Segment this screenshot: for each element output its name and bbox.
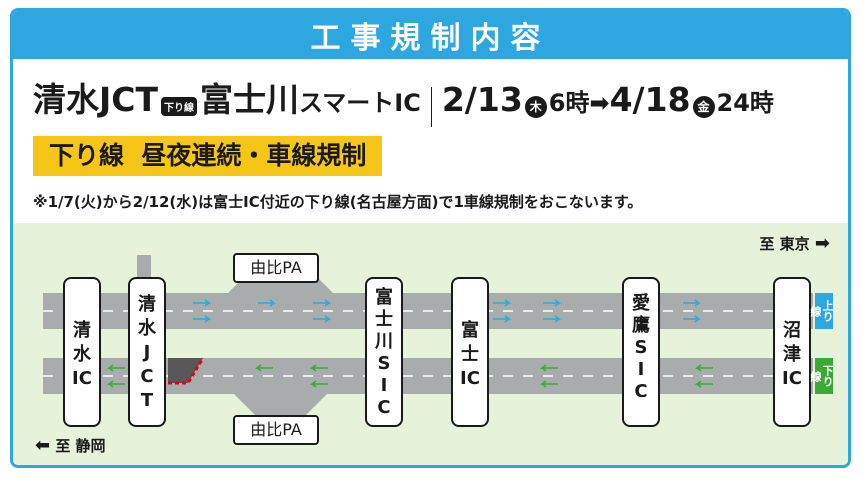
regulation-banner: 下り線 昼夜連続・車線規制 — [33, 136, 383, 176]
end-day-badge: 金 — [692, 95, 715, 118]
left-arrow-icon: ⬅ — [35, 435, 51, 456]
direction-badge: 下り線 — [161, 97, 198, 116]
arrow-icon — [193, 299, 212, 307]
arrow-icon — [543, 299, 562, 307]
to-tokyo-label: 至 東京 — [759, 235, 810, 253]
pa-bottom-ramp — [228, 388, 333, 418]
segment-to: 富士川 — [200, 80, 300, 119]
arrow-icon — [683, 299, 702, 307]
arrow-icon — [694, 380, 713, 388]
start-time: 6時 — [548, 89, 590, 117]
arrow-icon — [539, 380, 558, 388]
pa-bottom-label: 由比PA — [233, 415, 319, 445]
arrow-icon — [313, 299, 332, 307]
arrow-icon — [254, 364, 273, 372]
interchange-box: 富 士 川 S I C — [365, 277, 403, 427]
arrow-icon — [193, 315, 212, 323]
segment-from: 清水JCT — [33, 80, 159, 119]
arrow-icon — [543, 315, 562, 323]
segment-to-suffix: スマートIC — [299, 89, 421, 117]
arrow-icon — [493, 315, 512, 323]
route-map-svg — [43, 255, 813, 418]
arrow-icon — [694, 364, 713, 372]
header-title: 工事規制内容 — [13, 11, 848, 59]
arrow-icon — [309, 364, 328, 372]
down-flow-arrows — [106, 364, 713, 388]
interchange-box: 清 水 IC — [63, 277, 101, 427]
schedule-note: ※1/7(火)から2/12(水)は富士IC付近の下り線(名古屋方面)で1車線規制… — [33, 193, 643, 211]
arrow-icon — [309, 380, 328, 388]
pa-top-label: 由比PA — [233, 253, 319, 283]
up-line-text: 上り線 — [809, 300, 834, 322]
to-shizuoka: ⬅ 至 静岡 — [35, 435, 106, 456]
up-flow-arrows — [193, 299, 702, 323]
interchange-box: 沼 津 IC — [773, 277, 811, 427]
start-date: 2/13 — [441, 80, 523, 119]
interchange-box: 清 水 J C T — [128, 277, 166, 427]
end-time: 24時 — [716, 89, 774, 117]
arrow-icon — [313, 315, 332, 323]
regulation-zone — [168, 358, 203, 383]
end-date: 4/18 — [609, 80, 691, 119]
start-day-badge: 木 — [524, 95, 547, 118]
up-flow-arrow-group — [193, 299, 702, 323]
arrow-icon — [683, 315, 702, 323]
down-line-text: 下り線 — [809, 365, 834, 387]
arrow-icon — [493, 299, 512, 307]
right-arrow-icon: ➡ — [814, 233, 830, 254]
up-line-label: 上り線 — [809, 293, 834, 329]
interchange-box: 愛 鷹 S I C — [622, 277, 660, 427]
down-line-label: 下り線 — [809, 358, 834, 394]
arrow-icon — [539, 364, 558, 372]
to-shizuoka-label: 至 静岡 — [55, 437, 106, 455]
arrow-icon — [258, 299, 277, 307]
segment-divider — [430, 86, 432, 127]
arrow-icon — [106, 364, 125, 372]
route-map: 由比PA 由比PA 清 水 IC 清 水 J C T 富 士 川 S I C 富… — [13, 223, 848, 465]
arrow-icon — [106, 380, 125, 388]
period-arrow-icon: ➡ — [589, 89, 610, 117]
to-tokyo: 至 東京 ➡ — [759, 233, 830, 254]
interchange-box: 富 士 IC — [451, 277, 489, 427]
